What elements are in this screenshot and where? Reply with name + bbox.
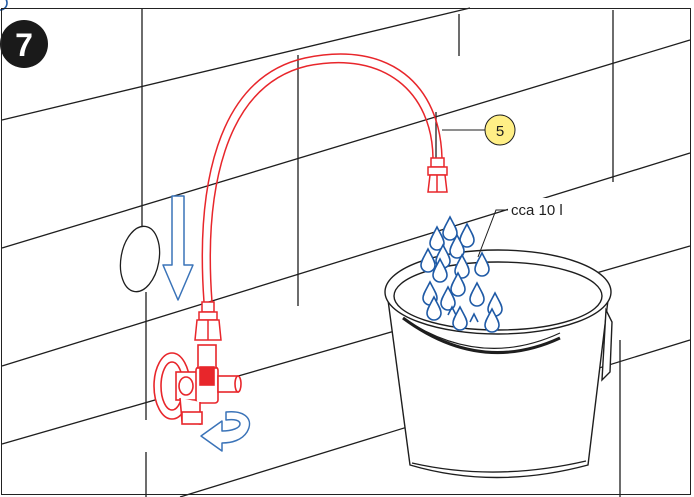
part-callout-number: 5 xyxy=(496,123,504,140)
down-arrow-icon xyxy=(163,196,193,300)
volume-label: cca 10 l xyxy=(511,202,563,219)
step-number: 7 xyxy=(15,27,33,63)
bucket xyxy=(385,250,612,478)
rotate-arrow-icon xyxy=(201,412,249,451)
step-badge: 7 xyxy=(0,20,48,68)
wall-hole xyxy=(116,223,165,295)
part-callout: 5 xyxy=(485,115,515,145)
